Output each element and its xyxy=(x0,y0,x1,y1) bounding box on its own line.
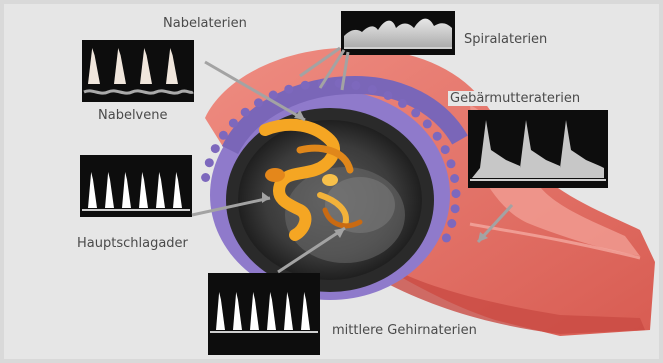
cerebral-doppler-panel xyxy=(208,273,320,355)
placenta-villus xyxy=(411,108,420,117)
placenta-villus xyxy=(398,99,407,108)
placenta-villus xyxy=(205,158,214,167)
placenta-villus xyxy=(301,81,310,90)
label-umbilical-vein: Nabelvene xyxy=(96,108,169,123)
placenta-villus xyxy=(451,204,460,213)
placenta-villus xyxy=(368,85,377,94)
placenta-villus xyxy=(229,119,238,128)
placenta-villus xyxy=(219,131,228,140)
placenta-villus xyxy=(442,233,451,242)
label-umbilical-arteries: Nabelaterien xyxy=(161,16,249,31)
spiral-doppler-panel xyxy=(341,11,455,55)
label-uterine-arteries: Gebärmutteraterien xyxy=(448,91,582,106)
placenta-villus xyxy=(447,219,456,228)
placenta-villus xyxy=(452,189,461,198)
placenta-villus xyxy=(433,132,442,141)
placenta-villus xyxy=(351,81,360,90)
placenta-villus xyxy=(201,173,210,182)
placenta-villus xyxy=(211,144,220,153)
label-aorta: Hauptschlagader xyxy=(75,236,190,251)
placenta-villus xyxy=(383,91,392,100)
aorta-doppler-panel xyxy=(80,155,192,217)
placenta-villus xyxy=(447,159,456,168)
umbilical-doppler-panel xyxy=(82,40,194,102)
placenta-villus xyxy=(441,145,450,154)
uterine-doppler-panel xyxy=(468,110,608,188)
placenta-villus xyxy=(284,85,293,94)
placenta-villus xyxy=(423,119,432,128)
label-spiral-arteries: Spiralaterien xyxy=(462,32,549,47)
placenta-villus xyxy=(241,108,250,117)
label-middle-cerebral-arteries: mittlere Gehirnaterien xyxy=(330,323,479,338)
placenta-villus xyxy=(254,98,263,107)
placenta-villus xyxy=(450,174,459,183)
